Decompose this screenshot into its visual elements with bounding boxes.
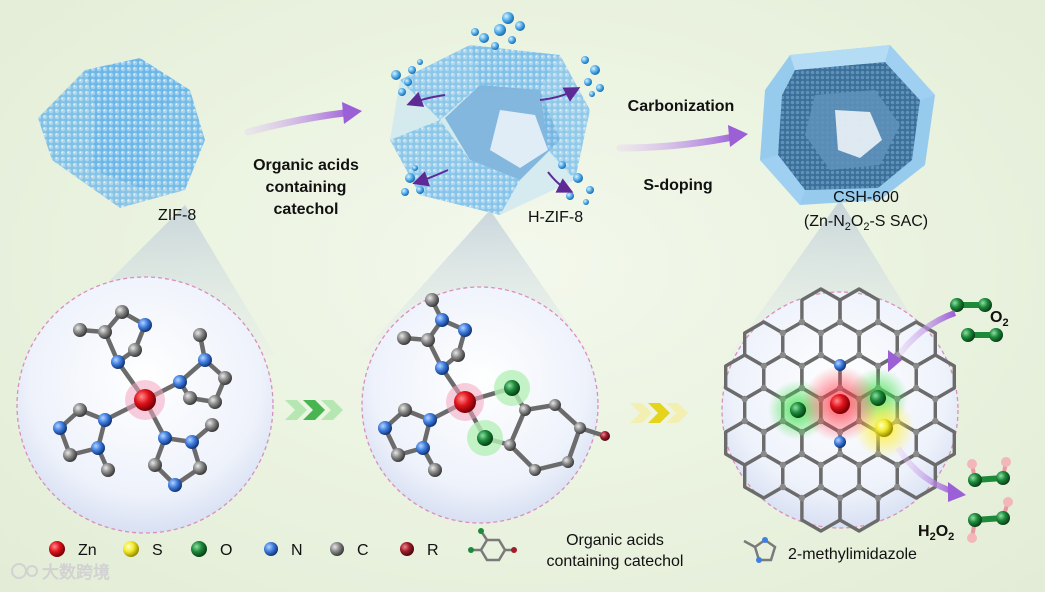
carbon-atom [817, 329, 825, 337]
o2-molecules [950, 298, 1003, 342]
catechol-structure-icon [468, 528, 517, 562]
carbon-atom [779, 351, 786, 359]
carbon-atom [894, 483, 901, 491]
carbon-atom [798, 362, 806, 370]
carbon-atom [913, 428, 920, 436]
carbon-atom [779, 461, 786, 469]
legend-swatch-c [330, 542, 344, 556]
step2-label-s-doping: S-doping [643, 177, 712, 194]
carbon-atom [894, 461, 901, 469]
arrow-o2-adsorption-head [888, 350, 902, 372]
carbon-atom [894, 329, 901, 337]
carbon-atom [817, 351, 825, 359]
legend-swatch-n [264, 542, 278, 556]
carbon-atom [741, 417, 748, 425]
carbon-atom [836, 318, 844, 326]
legend-swatch-zn [49, 541, 65, 557]
zoom-circle-zif8 [16, 276, 274, 534]
carbon-atom [913, 450, 920, 458]
carbon-atom [798, 450, 806, 458]
zoom-circle-hzif8 [361, 286, 610, 524]
csh600-crystal [760, 45, 935, 205]
arrow-step-1-head [342, 102, 362, 124]
carbon-atom [836, 494, 844, 502]
label-hzif8: H-ZIF-8 [528, 209, 583, 226]
step1-label-line2: containing [266, 179, 347, 196]
carbon-atom [760, 362, 767, 370]
legend-label-c: C [357, 542, 369, 559]
chevron-arrows-1 [285, 400, 343, 420]
carbon-atom [855, 329, 863, 337]
label-zif8: ZIF-8 [158, 207, 196, 224]
arrow-step-1 [244, 108, 356, 136]
legend-label-o: O [220, 542, 232, 559]
legend: Zn S O N C R Organic acids containing ca… [49, 528, 917, 570]
legend-swatch-r [400, 542, 414, 556]
carbon-atom [760, 450, 767, 458]
watermark-logo: 大数跨境 [11, 562, 110, 582]
label-h2o2: H2O2 [918, 523, 954, 543]
carbon-atom [874, 494, 882, 502]
arrow-step-2 [616, 132, 742, 152]
carbon-atom [836, 450, 844, 458]
step2-label-carbonization: Carbonization [628, 98, 735, 115]
carbon-atom [760, 384, 767, 392]
label-csh600-formula: (Zn-N2O2-S SAC) [804, 213, 928, 233]
carbon-atom [779, 483, 786, 491]
carbon-atom [913, 362, 920, 370]
carbon-atom [855, 461, 863, 469]
carbon-atom [798, 318, 806, 326]
legend-label-catechol-line1: Organic acids [566, 532, 664, 549]
arrow-o2-adsorption [892, 310, 957, 362]
arrow-step-2-head [728, 125, 748, 147]
carbon-atom [779, 329, 786, 337]
arrow-h2o2-release-head [948, 482, 966, 502]
legend-label-n: N [291, 542, 303, 559]
legend-swatch-o [191, 541, 207, 557]
carbon-atom [817, 461, 825, 469]
carbon-atom [760, 428, 767, 436]
legend-label-s: S [152, 542, 163, 559]
step1-label-line3: catechol [274, 201, 339, 218]
carbon-atom [798, 494, 806, 502]
zif8-crystal [38, 58, 205, 208]
h2o2-molecules [967, 457, 1013, 543]
imidazole-structure-icon [743, 537, 777, 563]
carbon-atom [932, 395, 939, 403]
carbon-atom [855, 483, 863, 491]
carbon-atom [855, 351, 863, 359]
carbon-atom [817, 483, 825, 491]
legend-label-catechol-line2: containing catechol [547, 553, 684, 570]
hzif8-hollow-crystal [390, 12, 604, 215]
carbon-atom [913, 384, 920, 392]
legend-swatch-s [123, 541, 139, 557]
zoom-circle-csh600 [721, 287, 959, 533]
watermark-text: 大数跨境 [42, 562, 110, 582]
carbon-atom [874, 318, 882, 326]
step1-label-line1: Organic acids [253, 157, 359, 174]
carbon-atom [741, 395, 748, 403]
carbon-atom [932, 417, 939, 425]
chevron-arrows-2 [630, 403, 688, 423]
label-o2: O2 [990, 309, 1009, 329]
legend-label-zn: Zn [78, 542, 97, 559]
legend-label-imidazole: 2-methylimidazole [788, 546, 917, 563]
legend-label-r: R [427, 542, 439, 559]
label-csh600: CSH-600 [833, 189, 899, 206]
carbon-atom [874, 362, 882, 370]
